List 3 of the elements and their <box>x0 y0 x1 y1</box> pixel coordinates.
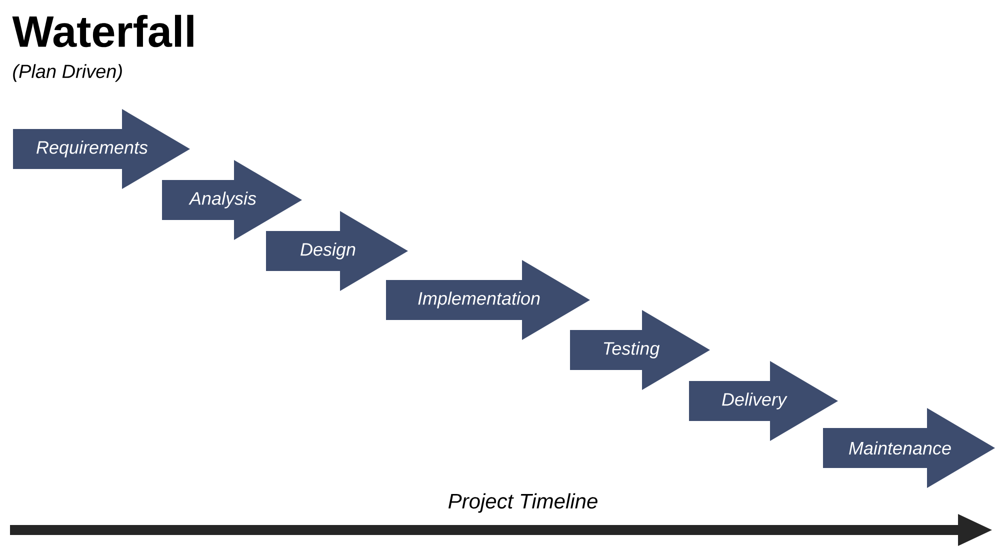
title: Waterfall <box>12 14 194 48</box>
timeline-label: Project Timeline <box>448 493 598 513</box>
subtitle: (Plan Driven) <box>13 64 122 82</box>
